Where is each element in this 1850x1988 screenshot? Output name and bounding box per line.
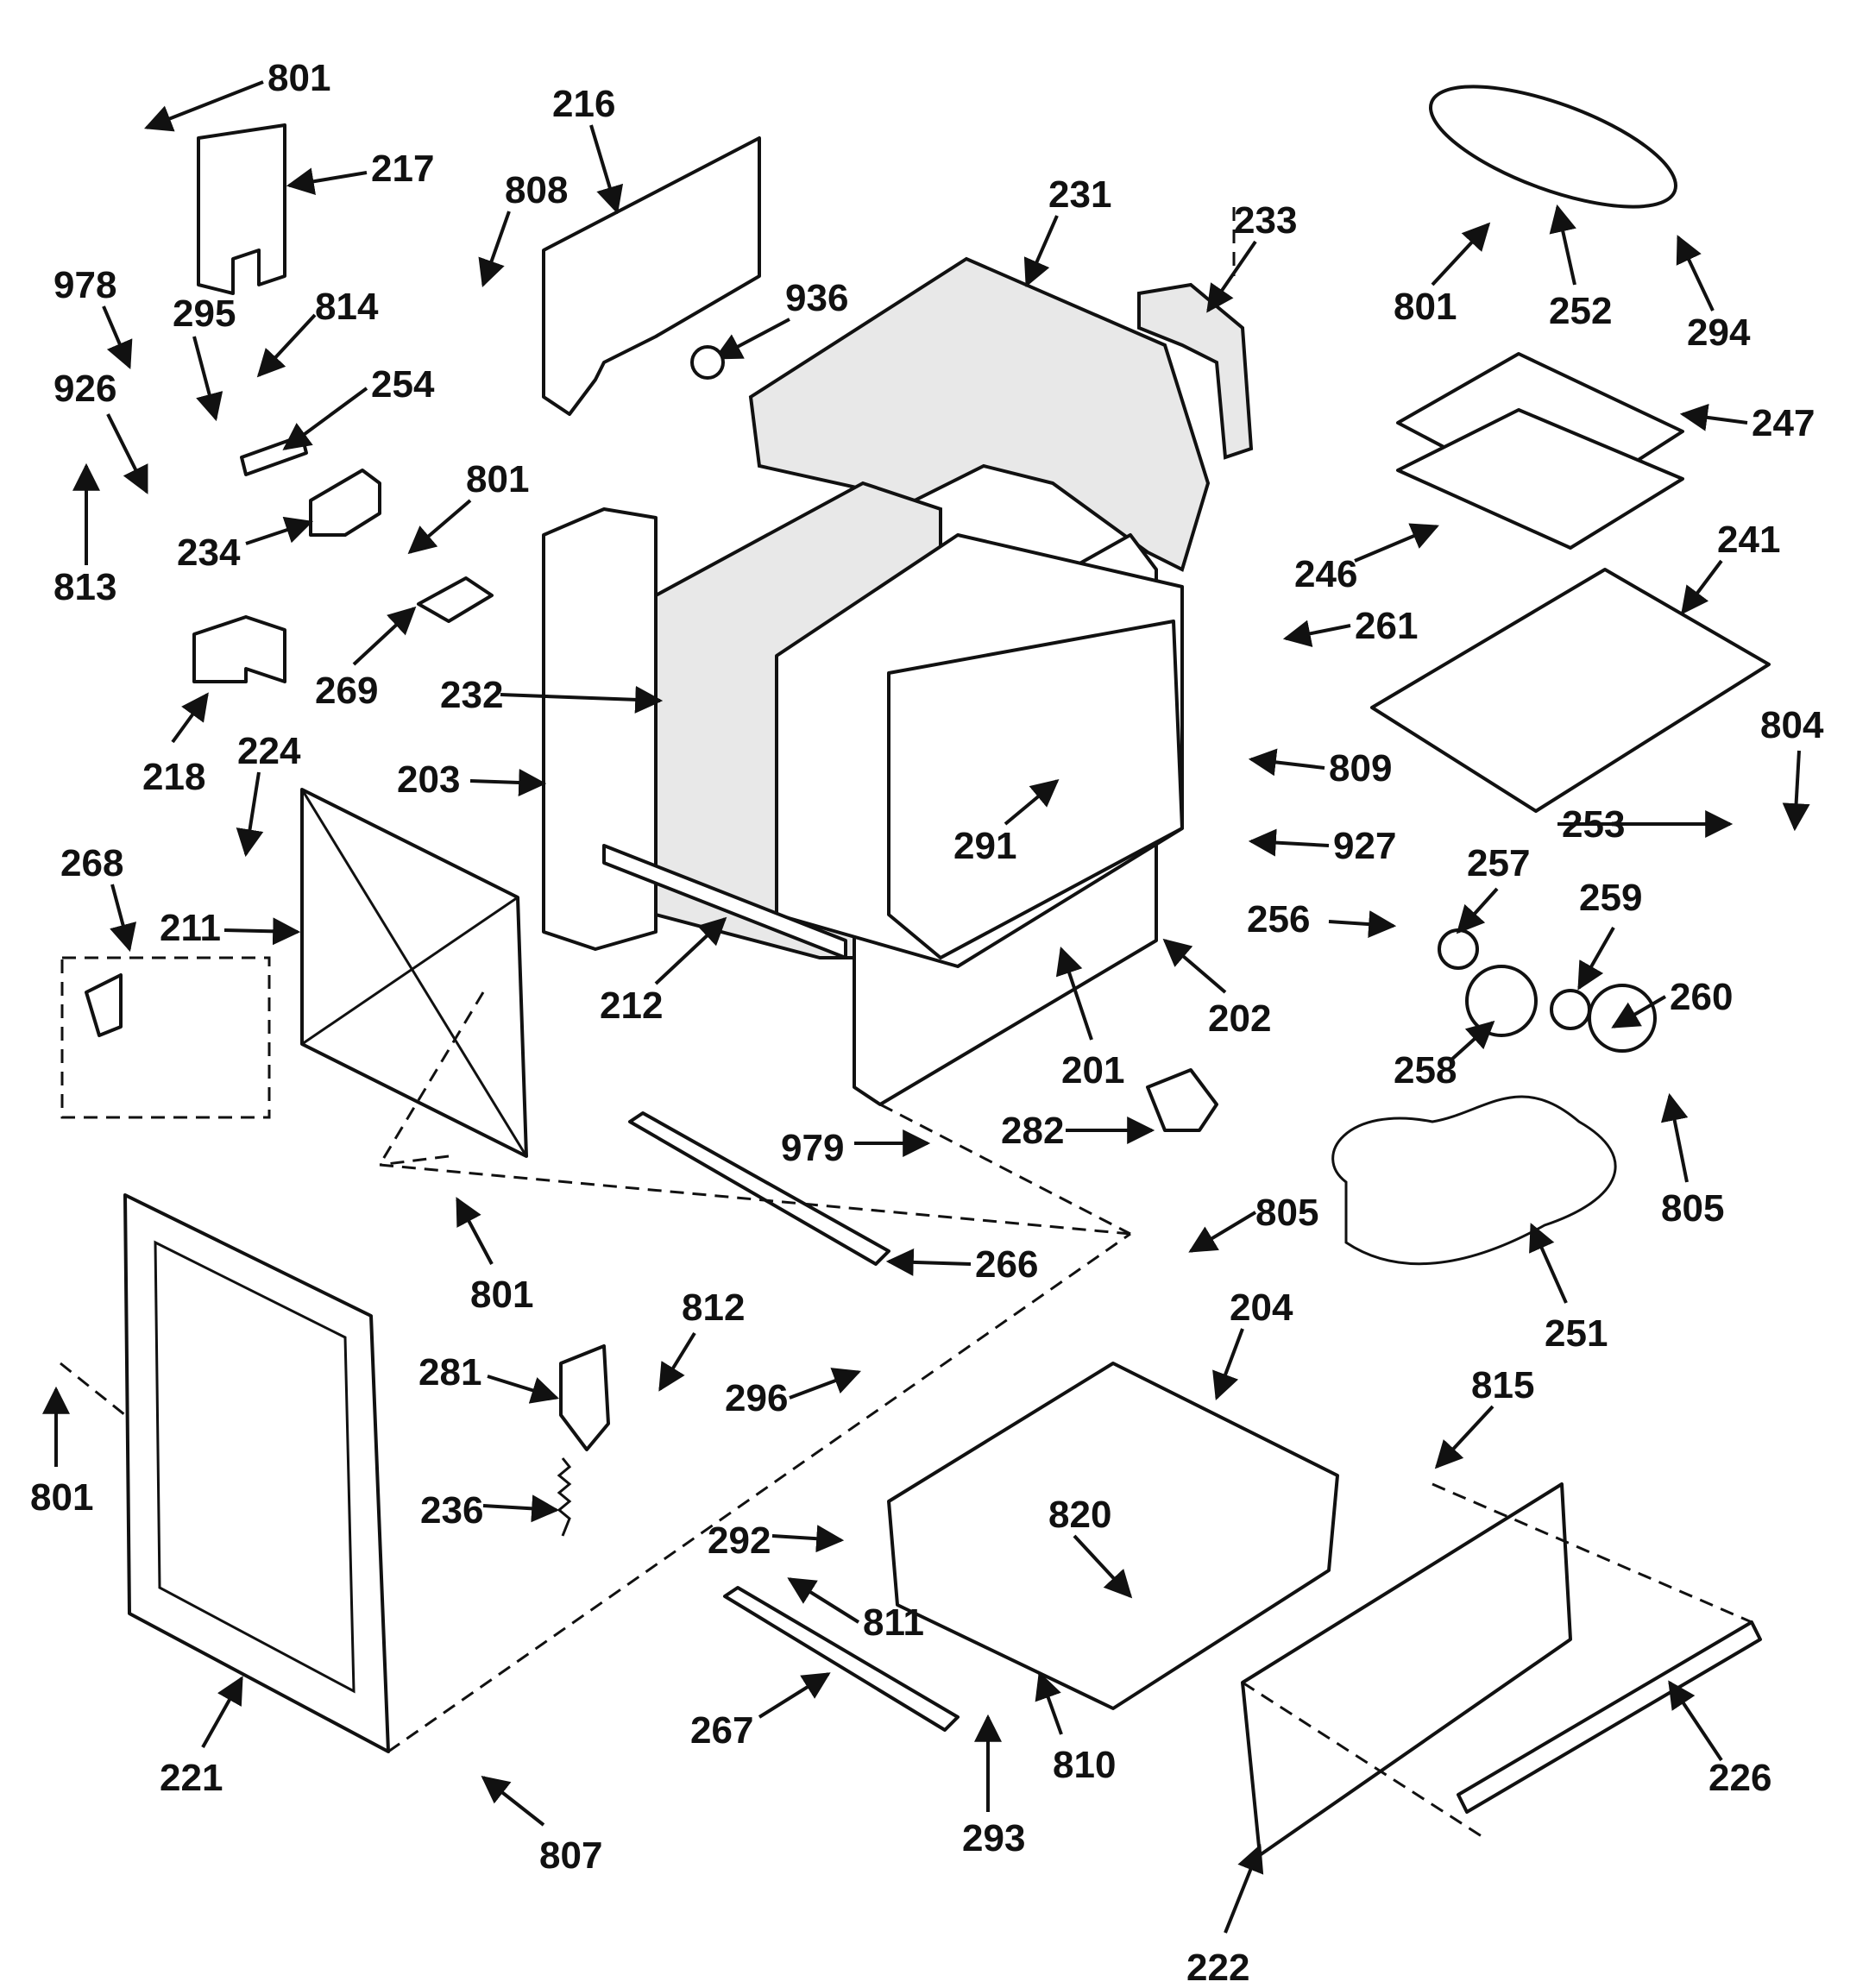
callout-label: 233: [1234, 199, 1297, 242]
part-212-rod: [602, 844, 847, 959]
callout-label: 293: [962, 1817, 1025, 1859]
part-266-rod: [628, 1111, 890, 1266]
callout-label: 801: [267, 57, 330, 99]
callout-label: 232: [440, 674, 503, 716]
callout-label: 226: [1708, 1757, 1771, 1799]
callout-label: 211: [160, 907, 221, 949]
callout-label: 260: [1670, 976, 1733, 1018]
callout-label: 296: [725, 1377, 788, 1419]
callout-label: 261: [1355, 605, 1418, 647]
callout-label: 267: [690, 1709, 753, 1752]
callout-label: 815: [1471, 1364, 1534, 1406]
callout-label: 217: [371, 148, 434, 190]
callout-label: 212: [600, 985, 663, 1027]
callout-label: 978: [53, 264, 116, 306]
callout-label: 811: [863, 1601, 924, 1644]
part-246-broiler-pan: [1396, 408, 1684, 550]
callout-label: 254: [371, 363, 435, 406]
callout-label: 203: [397, 758, 460, 801]
callout-label: 224: [237, 730, 301, 772]
callout-label: 268: [60, 842, 123, 884]
callout-label: 295: [173, 293, 236, 335]
callout-label: 234: [177, 532, 241, 574]
callout-label: 269: [315, 670, 378, 712]
callout-label: 926: [53, 368, 116, 410]
part-217-bracket: [197, 123, 286, 295]
callout-label: 222: [1186, 1947, 1249, 1988]
callout-label: 282: [1001, 1110, 1064, 1152]
callout-label: 202: [1208, 997, 1271, 1040]
callout-label: 804: [1760, 704, 1824, 746]
callout-label: 810: [1053, 1744, 1116, 1786]
part-216-panel: [542, 136, 761, 416]
part-218-bracket: [192, 615, 286, 683]
callout-label: 813: [53, 566, 116, 608]
part-241-oven-rack: [1370, 568, 1771, 813]
part-236-spring: [557, 1457, 572, 1537]
callout-label: 801: [30, 1476, 93, 1519]
callout-label: 814: [315, 286, 379, 328]
callout-label: 201: [1061, 1049, 1124, 1092]
part-222-drawer-front: [1241, 1482, 1572, 1857]
part-234-bracket: [309, 469, 381, 537]
callout-label: 221: [160, 1757, 223, 1799]
part-251-bake-element: [1331, 1095, 1617, 1266]
part-252-gasket: [1429, 85, 1677, 209]
callout-label: 216: [552, 83, 615, 125]
part-268-kit-box: [60, 956, 271, 1119]
part-260-ring: [1588, 984, 1657, 1053]
part-936-grommet: [690, 345, 725, 380]
part-204-drawer: [887, 1362, 1339, 1710]
assembly-lines: [60, 207, 1752, 1840]
callout-label: 801: [466, 458, 529, 500]
callout-label: 252: [1549, 290, 1612, 332]
callout-label: 251: [1545, 1312, 1608, 1355]
part-203-side-panel: [542, 507, 658, 951]
callout-label: 266: [975, 1243, 1038, 1286]
parts-layer: [60, 85, 1771, 1857]
callout-label: 258: [1394, 1049, 1457, 1092]
callout-label: 256: [1247, 898, 1310, 941]
callout-label: 236: [420, 1489, 483, 1532]
callout-label: 809: [1329, 747, 1392, 790]
callout-label: 241: [1717, 519, 1780, 561]
part-269-plate: [417, 576, 494, 623]
callout-label: 204: [1230, 1287, 1293, 1329]
callout-label: 291: [953, 825, 1016, 867]
part-257-bulb: [1438, 928, 1479, 970]
callout-label: 979: [781, 1127, 844, 1169]
callouts: 801 217 216 808 231 233 801 252 294 978 …: [30, 57, 1824, 1988]
callout-label: 294: [1687, 311, 1751, 354]
part-281-hinge: [559, 1344, 610, 1451]
callout-label: 292: [708, 1519, 771, 1562]
part-282-elbow: [1146, 1068, 1218, 1132]
part-226-handle: [1457, 1620, 1762, 1814]
callout-label: 257: [1467, 842, 1530, 884]
part-267-strip: [723, 1586, 960, 1732]
callout-label: 247: [1752, 402, 1815, 444]
callout-label: 807: [539, 1834, 602, 1877]
callout-label: 231: [1048, 173, 1111, 216]
callout-label: 259: [1579, 877, 1642, 919]
callout-label: 936: [785, 277, 848, 319]
callout-label: 281: [418, 1351, 481, 1393]
callout-label: 218: [142, 756, 205, 798]
part-259-ring: [1550, 989, 1591, 1030]
callout-label: 812: [682, 1287, 745, 1329]
callout-label: 801: [470, 1274, 533, 1316]
callout-label: 805: [1661, 1187, 1724, 1230]
callout-label: 805: [1255, 1192, 1318, 1234]
part-258-ring: [1465, 965, 1538, 1037]
callout-label: 801: [1394, 286, 1457, 328]
callout-label: 808: [505, 169, 568, 211]
callout-label: 246: [1294, 553, 1357, 595]
callout-label: 820: [1048, 1494, 1111, 1536]
callout-label: 927: [1333, 825, 1396, 867]
part-268-clip: [85, 973, 123, 1037]
